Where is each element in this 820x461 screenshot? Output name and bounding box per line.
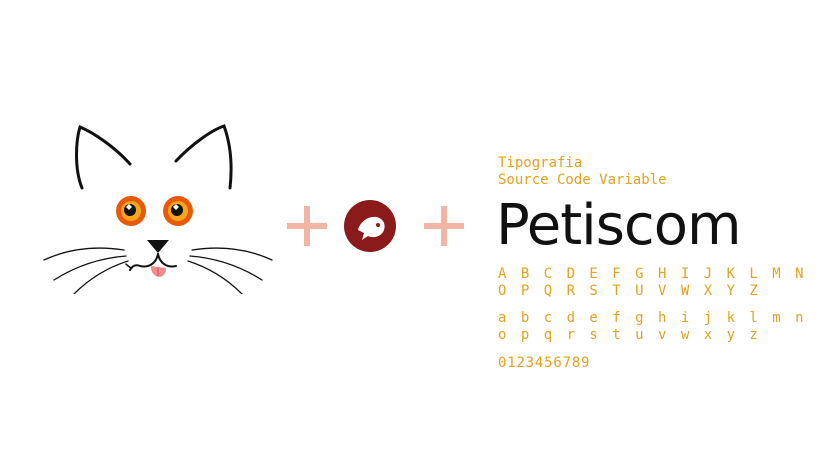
font-label-name: Source Code Variable <box>498 172 667 188</box>
brand-wordmark: Petiscom <box>496 193 742 258</box>
font-label-title: Tipografia <box>498 155 583 171</box>
specimen-uppercase-row-2: O P Q R S T U V W X Y Z <box>498 283 761 299</box>
plus-sign-icon <box>424 206 464 246</box>
specimen-lowercase-row-1: a b c d e f g h i j k l m n <box>498 310 807 326</box>
cat-face-icon <box>43 124 273 294</box>
specimen-uppercase-row-1: A B C D E F G H I J K L M N <box>498 266 807 282</box>
fish-logo-icon <box>344 200 396 252</box>
plus-sign-icon <box>287 206 327 246</box>
specimen-lowercase-row-2: o p q r s t u v w x y z <box>498 327 761 343</box>
specimen-digits-row: 0123456789 <box>498 355 591 371</box>
